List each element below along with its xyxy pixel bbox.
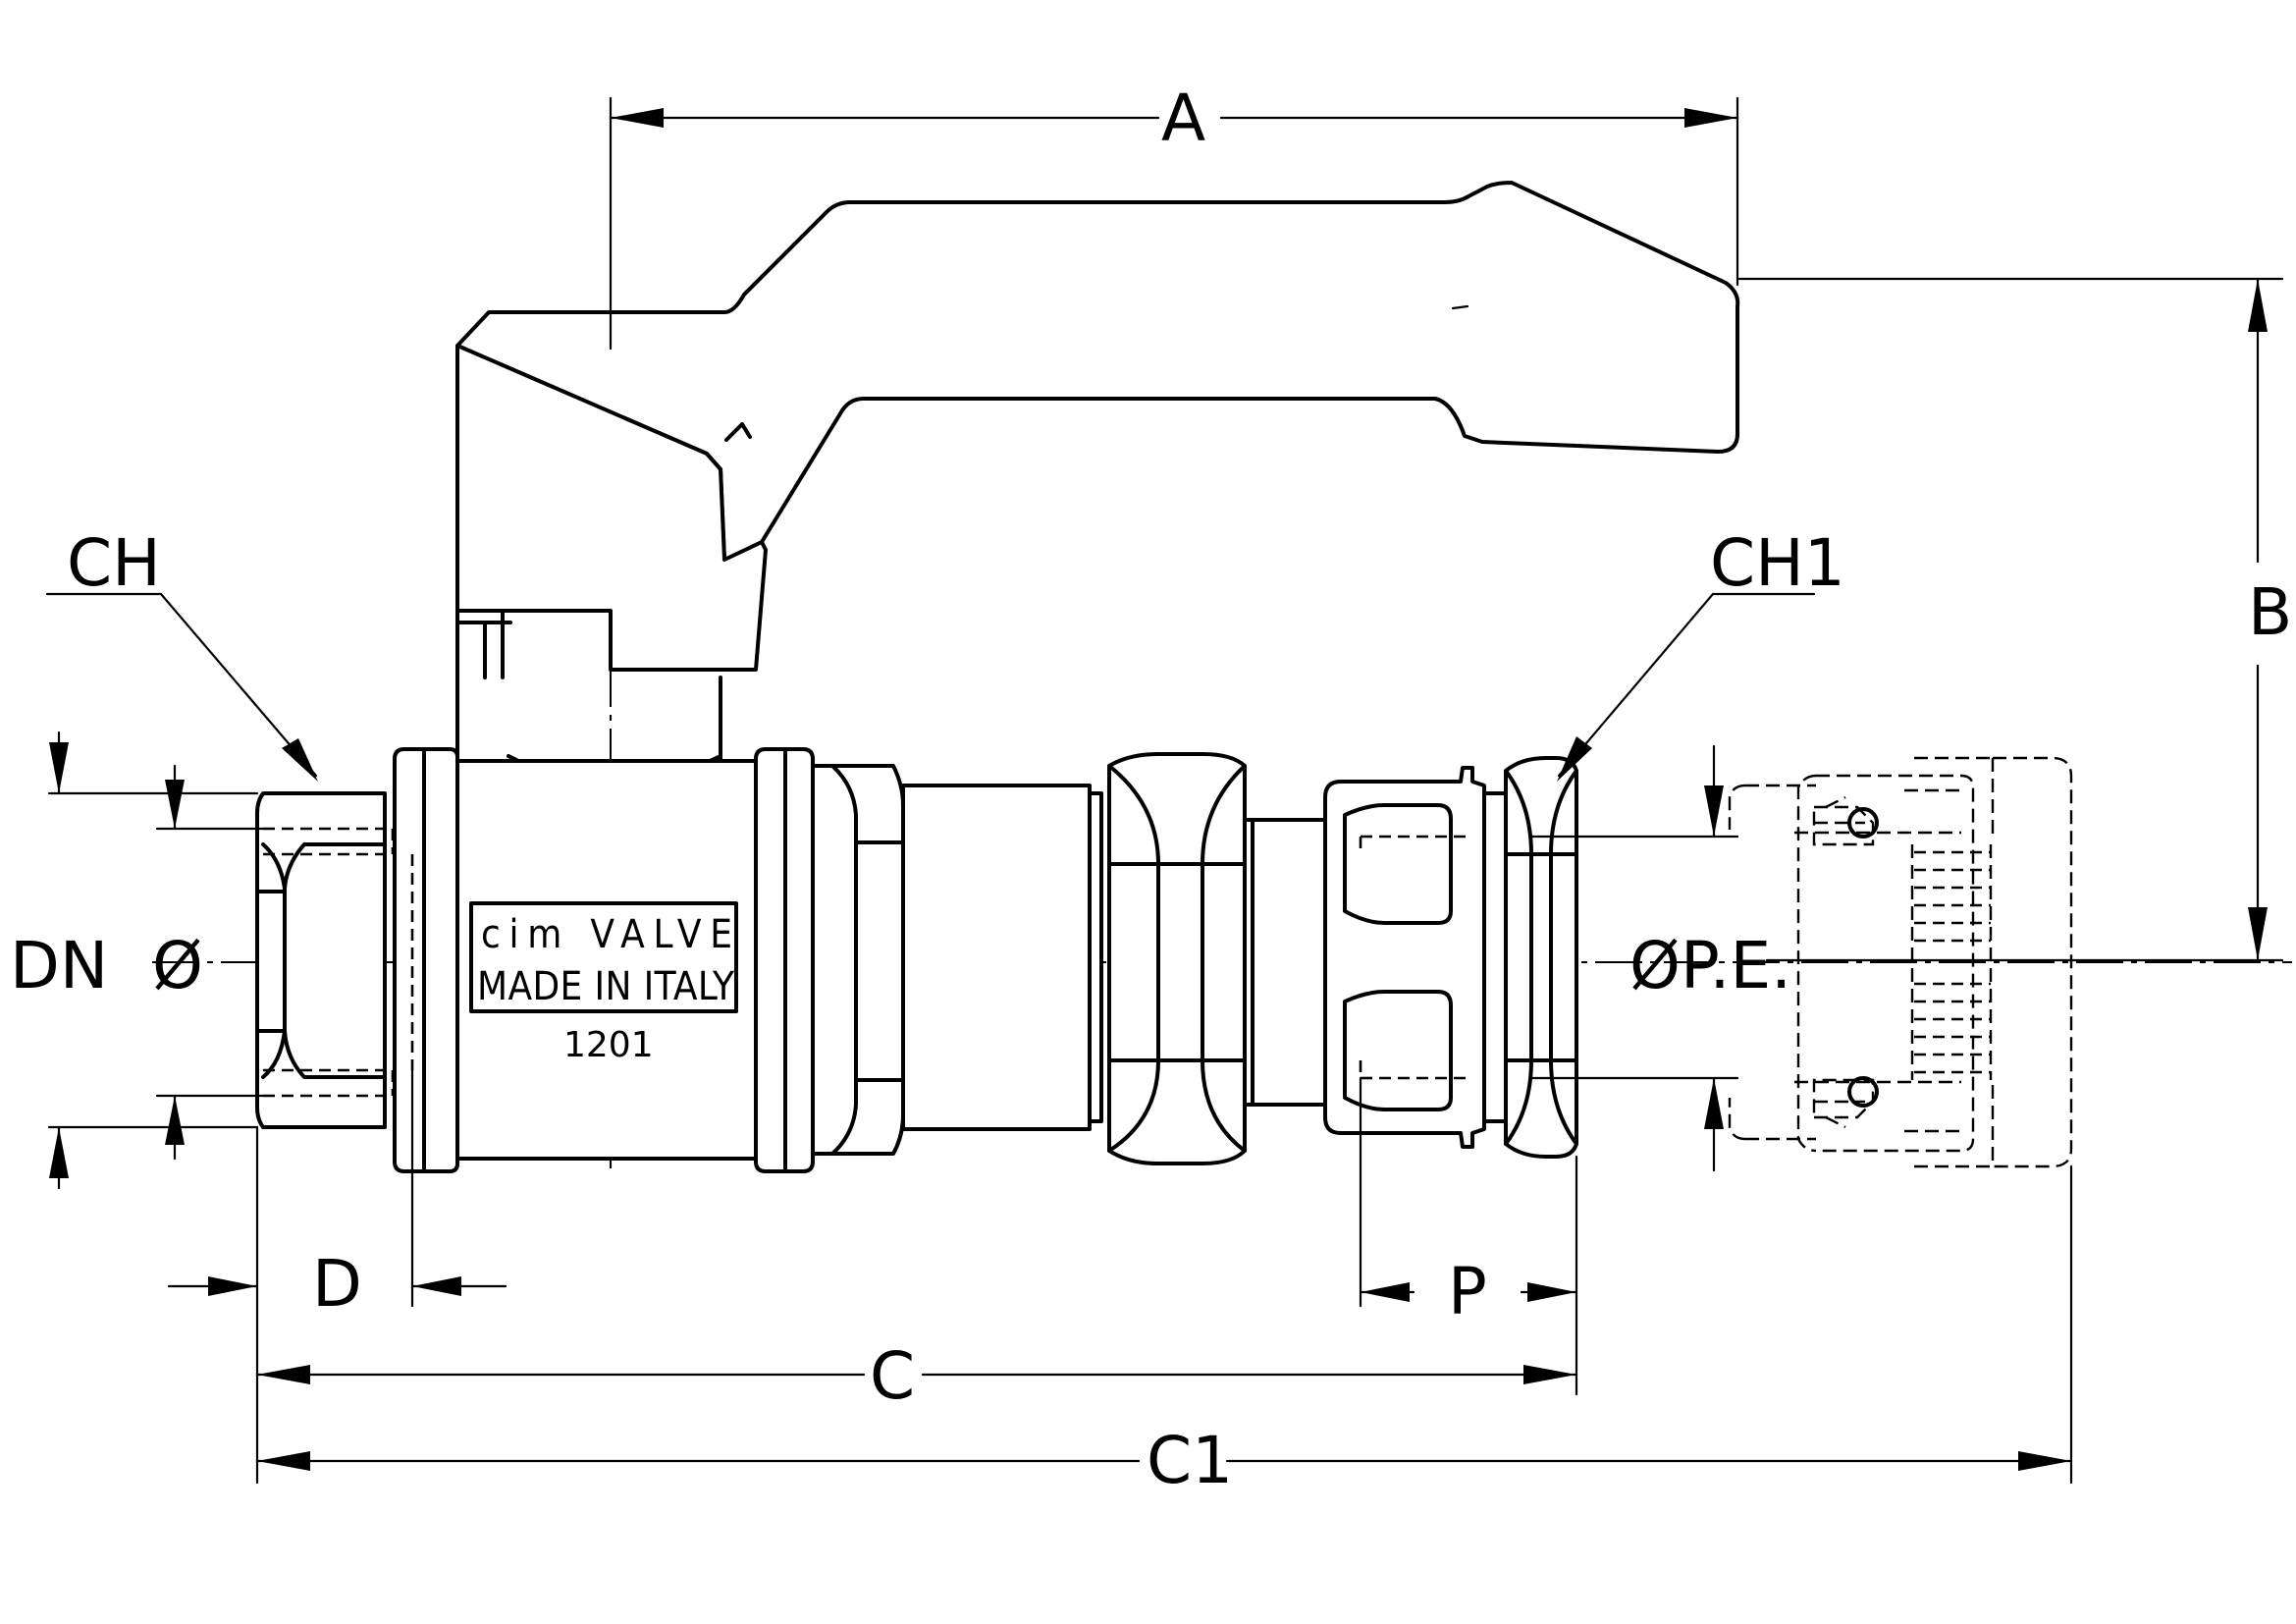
o-ring-bottom	[1847, 1076, 1879, 1108]
spacer-sleeve	[1243, 818, 1327, 1107]
dim-label-D: D	[312, 1246, 362, 1322]
body-marking: cim VALVE MADE IN ITALY 1201	[477, 912, 735, 1065]
origin-marking: MADE IN ITALY	[477, 964, 735, 1009]
dim-label-A: A	[1161, 81, 1205, 156]
dim-label-B: B	[2248, 574, 2292, 650]
left-threaded-end	[255, 791, 412, 1129]
o-ring-top	[1847, 807, 1879, 839]
adapter-tube	[901, 784, 1092, 1131]
pe-serrated-grip	[1910, 844, 1993, 1080]
pe-grip-ring-bottom	[1812, 1078, 1875, 1119]
valve-body	[393, 747, 815, 1173]
dimension-lines	[45, 96, 2284, 1485]
compression-fitting	[1323, 766, 1508, 1149]
code-marking: 1201	[563, 1025, 654, 1065]
brand-marking: cim VALVE	[481, 912, 732, 957]
dim-label-diameter: Ø	[152, 928, 203, 1003]
large-hex-nut	[1107, 752, 1247, 1165]
dim-label-pe-diameter: ØP.E.	[1629, 928, 1791, 1003]
dim-label-C: C	[870, 1338, 915, 1414]
handle-assembly	[455, 181, 1740, 785]
dimension-labels: A B CH CH1 DN Ø ØP.E. D P C C1	[10, 81, 2292, 1498]
pe-pipe-phantom	[1728, 756, 2073, 1168]
handle-base-block	[455, 344, 768, 672]
dim-label-DN: DN	[10, 928, 108, 1003]
dim-label-C1: C1	[1147, 1423, 1233, 1498]
dim-label-CH1: CH1	[1710, 525, 1845, 601]
dim-label-CH: CH	[67, 525, 161, 601]
dim-label-P: P	[1448, 1254, 1487, 1329]
lever-handle	[455, 181, 1740, 569]
ch1-hex-nut	[1504, 756, 1578, 1159]
union-nut	[811, 764, 1103, 1156]
marking-plate	[469, 901, 738, 1013]
pe-grip-ring-top	[1812, 805, 1875, 846]
